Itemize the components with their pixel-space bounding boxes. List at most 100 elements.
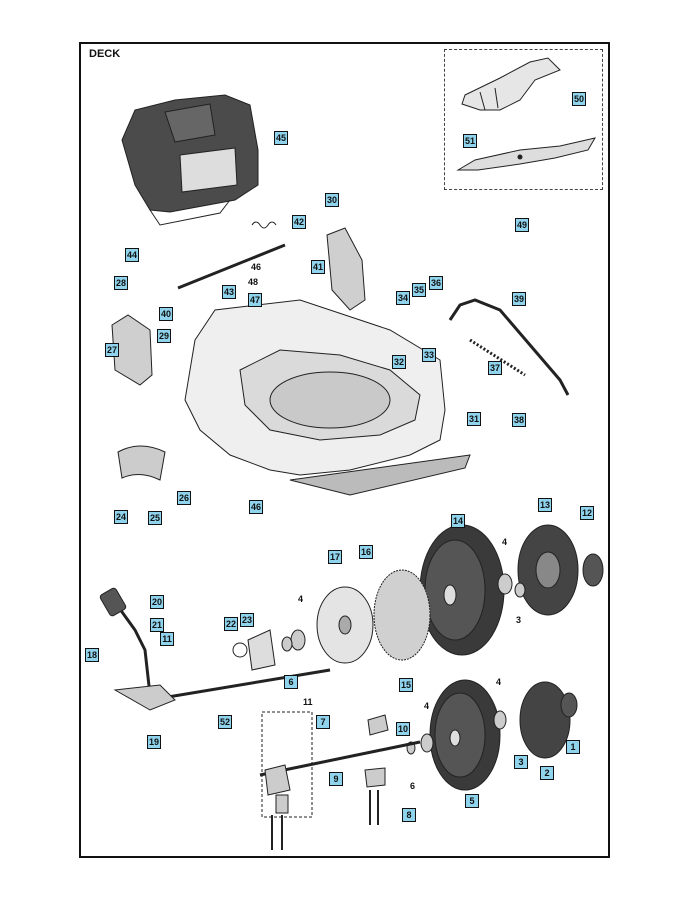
- rear-axle-part: [149, 668, 331, 702]
- spring-part: [251, 221, 277, 229]
- height-bracket-part: [326, 227, 366, 311]
- part-callout-4[interactable]: 4: [424, 701, 430, 711]
- part-callout-14[interactable]: 14: [451, 514, 466, 528]
- part-callout-50[interactable]: 50: [572, 92, 587, 106]
- gear-ring-part: [373, 569, 431, 661]
- plate-part: [247, 629, 276, 671]
- part-callout-38[interactable]: 38: [512, 413, 527, 427]
- part-callout-31[interactable]: 31: [467, 412, 482, 426]
- part-callout-27[interactable]: 27: [105, 343, 120, 357]
- part-callout-24[interactable]: 24: [114, 510, 129, 524]
- rear-wheel-part: [419, 524, 505, 656]
- part-callout-28[interactable]: 28: [114, 276, 129, 290]
- part-callout-23[interactable]: 23: [240, 613, 255, 627]
- part-callout-19[interactable]: 19: [147, 735, 162, 749]
- axle-bracket-part: [113, 684, 176, 711]
- part-callout-18[interactable]: 18: [85, 648, 100, 662]
- part-callout-11[interactable]: 11: [160, 632, 174, 646]
- part-callout-17[interactable]: 17: [328, 550, 343, 564]
- part-callout-39[interactable]: 39: [512, 292, 527, 306]
- hub-cap-part: [519, 681, 571, 759]
- part-callout-6[interactable]: 6: [284, 675, 298, 689]
- diagram-frame: [79, 42, 610, 858]
- drive-gear-part: [316, 586, 374, 664]
- washer-part: [493, 710, 507, 730]
- part-callout-21[interactable]: 21: [150, 618, 165, 632]
- part-callout-36[interactable]: 36: [429, 276, 444, 290]
- part-callout-44[interactable]: 44: [125, 248, 140, 262]
- part-callout-29[interactable]: 29: [157, 329, 172, 343]
- part-callout-51[interactable]: 51: [463, 134, 478, 148]
- side-bracket-part: [111, 314, 153, 386]
- mower-deck-part: [184, 299, 471, 496]
- bushing-part: [367, 714, 389, 736]
- handle-part: [448, 298, 570, 396]
- part-callout-37[interactable]: 37: [488, 361, 503, 375]
- part-callout-33[interactable]: 33: [422, 348, 437, 362]
- part-callout-12[interactable]: 12: [580, 506, 595, 520]
- part-callout-25[interactable]: 25: [148, 511, 163, 525]
- nut-part: [582, 553, 604, 587]
- blade-adapter-part: [461, 57, 561, 111]
- front-axle-part: [259, 740, 421, 777]
- part-callout-4[interactable]: 4: [496, 677, 502, 687]
- ring-part: [232, 642, 248, 658]
- washer-part: [514, 582, 526, 598]
- spring-part: [469, 338, 526, 377]
- part-callout-4[interactable]: 4: [298, 594, 304, 604]
- part-callout-48[interactable]: 48: [248, 277, 259, 287]
- front-wheel-part: [429, 679, 501, 791]
- part-callout-46[interactable]: 46: [251, 262, 262, 272]
- screw-part: [369, 790, 379, 825]
- part-callout-3[interactable]: 3: [516, 615, 522, 625]
- part-callout-11[interactable]: 11: [303, 697, 313, 707]
- blade-kit-group-box: [444, 49, 603, 190]
- diagram-title: DECK: [89, 48, 121, 60]
- part-callout-35[interactable]: 35: [412, 283, 427, 297]
- lever-grip-part: [99, 587, 127, 617]
- sleeve-part: [275, 794, 289, 814]
- part-callout-6[interactable]: 6: [410, 781, 416, 791]
- part-callout-5[interactable]: 5: [465, 794, 479, 808]
- part-callout-41[interactable]: 41: [311, 260, 326, 274]
- part-callout-43[interactable]: 43: [222, 285, 237, 299]
- washer-part: [497, 573, 513, 595]
- rod-part: [177, 243, 286, 290]
- part-callout-4[interactable]: 4: [502, 537, 508, 547]
- washer-part: [281, 636, 293, 652]
- screw-part: [271, 815, 283, 850]
- part-callout-42[interactable]: 42: [292, 215, 307, 229]
- part-callout-16[interactable]: 16: [359, 545, 374, 559]
- part-callout-49[interactable]: 49: [515, 218, 530, 232]
- part-callout-20[interactable]: 20: [150, 595, 165, 609]
- part-callout-3[interactable]: 3: [514, 755, 528, 769]
- part-callout-26[interactable]: 26: [177, 491, 192, 505]
- bracket-part: [364, 767, 386, 788]
- part-callout-45[interactable]: 45: [274, 131, 289, 145]
- part-callout-34[interactable]: 34: [396, 291, 411, 305]
- part-callout-46[interactable]: 46: [249, 500, 264, 514]
- nut-part: [560, 692, 578, 718]
- part-callout-2[interactable]: 2: [540, 766, 554, 780]
- cover-part: [121, 94, 259, 226]
- hub-cap-part: [517, 524, 579, 616]
- part-callout-15[interactable]: 15: [399, 678, 414, 692]
- part-callout-9[interactable]: 9: [329, 772, 343, 786]
- part-callout-30[interactable]: 30: [325, 193, 340, 207]
- washer-part: [420, 733, 434, 753]
- part-callout-10[interactable]: 10: [396, 722, 411, 736]
- axle-bracket-part: [264, 764, 291, 796]
- part-callout-32[interactable]: 32: [392, 355, 407, 369]
- axle-assembly-group-box: [261, 711, 313, 818]
- part-callout-22[interactable]: 22: [224, 617, 239, 631]
- blade-part: [456, 137, 597, 171]
- part-callout-40[interactable]: 40: [159, 307, 174, 321]
- part-callout-52[interactable]: 52: [218, 715, 233, 729]
- part-callout-8[interactable]: 8: [402, 808, 416, 822]
- height-segment-part: [117, 445, 166, 481]
- part-callout-1[interactable]: 1: [566, 740, 580, 754]
- part-callout-7[interactable]: 7: [316, 715, 330, 729]
- part-callout-47[interactable]: 47: [248, 293, 263, 307]
- part-callout-13[interactable]: 13: [538, 498, 553, 512]
